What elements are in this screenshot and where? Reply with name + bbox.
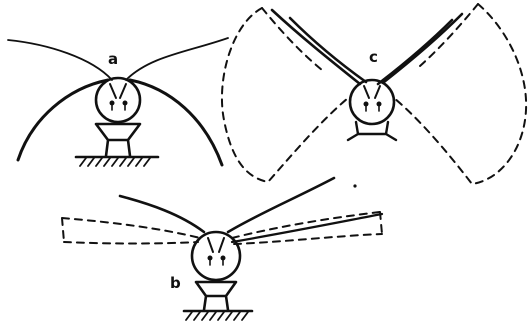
panel-b-holder [196, 282, 236, 310]
panel-c-left-antenna-outer [272, 10, 360, 84]
panel-b-left-dashed-wing [62, 218, 200, 244]
panel-c-right-socket [375, 86, 380, 98]
panel-a-label: a [108, 50, 118, 68]
panel-a: a [8, 38, 228, 166]
panel-c-top-dashed-link-right [420, 4, 478, 66]
panel-c-right-dashed-envelope [394, 4, 526, 184]
panel-c-head [350, 80, 394, 124]
stray-mark [353, 184, 356, 187]
panel-a-left-antenna-inner [18, 80, 108, 160]
panel-b: b [62, 178, 382, 320]
panel-a-left-antenna-outer [8, 40, 112, 80]
panel-a-left-socket [110, 84, 116, 98]
panel-a-right-antenna-inner [130, 80, 222, 165]
panel-b-right-socket [219, 238, 224, 252]
panel-b-left-antenna [120, 196, 204, 232]
panel-c-left-antenna-inner [290, 18, 366, 82]
panel-a-right-socket [120, 84, 126, 98]
panel-b-label: b [170, 274, 181, 292]
panel-c-left-dashed-envelope [222, 8, 348, 182]
panel-c-label: c [369, 48, 378, 66]
panel-c-left-socket [364, 86, 369, 98]
panel-b-head [192, 232, 240, 280]
panel-a-head [96, 78, 140, 122]
panel-a-right-antenna-outer [126, 38, 228, 80]
panel-a-holder [96, 124, 140, 156]
panel-c: c [222, 4, 526, 184]
panel-b-ground-hatch [186, 312, 248, 320]
panel-b-right-antenna [228, 178, 334, 232]
panel-a-ground-hatch [80, 158, 150, 166]
panel-b-left-socket [208, 238, 213, 252]
panel-c-right-antenna-inner [378, 20, 452, 84]
